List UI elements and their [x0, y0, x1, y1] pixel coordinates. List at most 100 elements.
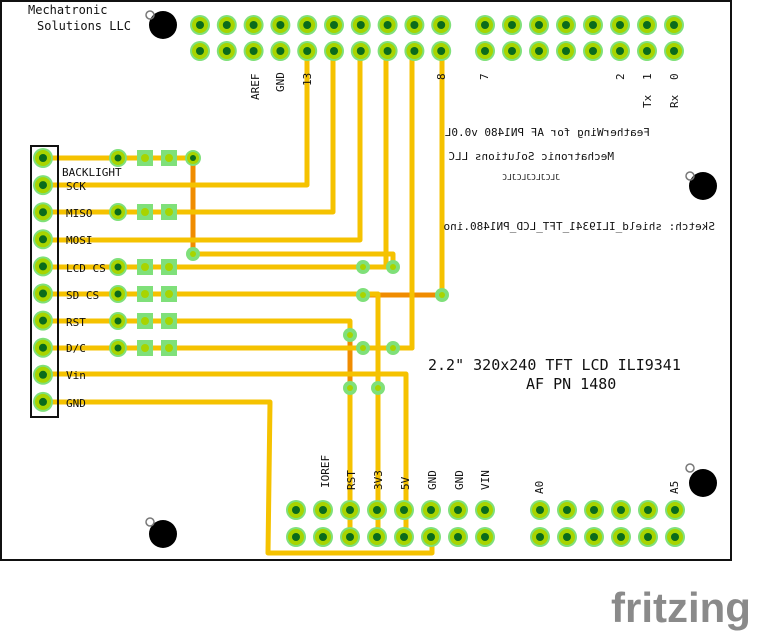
pad-hole: [114, 263, 122, 271]
mirrored-text: FeatherWing for AF PN1480 v0.0L Mechatro…: [443, 126, 715, 233]
header-label-0: 0: [668, 73, 681, 80]
header-pin: [190, 41, 210, 61]
pad-hole: [39, 235, 47, 244]
pad-hole: [670, 47, 678, 55]
mirrored-line2: Mechatronic Solutions LLC: [448, 150, 614, 163]
header-pin: [557, 527, 577, 547]
header-pin: [377, 41, 398, 61]
pad-hole: [373, 506, 381, 514]
pad-hole: [356, 21, 365, 29]
display-pin: [33, 148, 53, 168]
header-label-7: 7: [478, 73, 491, 80]
square-pad-hole: [141, 317, 149, 325]
header-pin: [475, 15, 495, 35]
via-hole: [439, 292, 445, 298]
pad-hole: [562, 21, 570, 29]
square-pad: [137, 313, 153, 329]
display-pin-labels: BACKLIGHT SCK MISO MOSI LCD CS SD CS RST…: [62, 166, 122, 410]
square-pad-hole: [165, 154, 173, 162]
pad-hole: [356, 47, 365, 55]
pin-label-mosi: MOSI: [66, 234, 93, 247]
square-pad: [137, 259, 153, 275]
pad-hole: [383, 47, 392, 55]
pad-hole: [644, 533, 652, 541]
pad-hole: [508, 21, 516, 29]
pad-hole: [39, 289, 47, 298]
display-pin: [33, 391, 53, 412]
pad-hole: [589, 21, 597, 29]
pad-hole: [617, 506, 625, 514]
component-pad: [109, 203, 127, 221]
pin-label-lcd-cs: LCD CS: [66, 262, 106, 275]
header-pin: [340, 500, 360, 520]
header-label-a5: A5: [668, 481, 681, 494]
header-pin: [475, 500, 495, 520]
display-pin: [33, 283, 53, 304]
header-pin: [394, 500, 414, 520]
header-pin: [367, 527, 387, 547]
pad-hole: [671, 506, 679, 514]
header-pin: [286, 500, 306, 520]
pad-hole: [616, 47, 624, 55]
header-pin: [243, 15, 264, 35]
pad-hole: [39, 343, 47, 352]
header-label-13: 13: [301, 73, 314, 86]
pad-hole: [437, 47, 446, 55]
mirrored-line4: Sketch: shield_ILI9341_TFT_LCD_PN1480.in…: [443, 220, 715, 233]
header-pin: [350, 41, 371, 61]
trace-sd-cs: [40, 291, 381, 533]
pin-label-sd-cs: SD CS: [66, 289, 99, 302]
header-pin: [638, 500, 658, 520]
square-pad-hole: [141, 154, 149, 162]
pad-hole: [481, 21, 489, 29]
pad-hole: [39, 154, 47, 162]
display-connector-outline: [30, 145, 59, 418]
header-pin: [421, 500, 441, 520]
title-line2: AF PN 1480: [526, 375, 616, 393]
pad-hole: [196, 47, 204, 55]
hole-marker: [145, 10, 155, 20]
header-pin: [404, 15, 425, 35]
pad-hole: [114, 154, 122, 162]
component-pad: [185, 150, 201, 166]
header-pin: [324, 41, 344, 61]
component-pad: [109, 149, 127, 167]
header-pin: [584, 500, 604, 520]
square-pad-hole: [141, 263, 149, 271]
pad-hole: [303, 21, 312, 29]
header-pin: [529, 41, 549, 61]
pad-hole: [589, 47, 597, 55]
header-pin: [556, 41, 576, 61]
pad-hole: [643, 21, 651, 29]
mounting-hole: [689, 172, 717, 200]
via: [435, 288, 449, 302]
pad-hole: [39, 316, 47, 325]
maker-label-line2: Solutions LLC: [37, 19, 131, 33]
pad-hole: [481, 47, 489, 55]
pad-hole: [39, 181, 47, 190]
pad-hole: [410, 21, 419, 29]
header-label-3v3: 3V3: [372, 470, 385, 490]
header-pin: [286, 527, 306, 547]
header-pin: [637, 15, 657, 35]
pad-hole: [454, 506, 462, 514]
via: [343, 381, 357, 395]
header-pin: [324, 15, 344, 35]
header-label-ioref: IOREF: [319, 455, 332, 488]
header-pin: [529, 15, 549, 35]
via: [356, 341, 370, 355]
header-pin: [610, 15, 630, 35]
header-pin: [270, 15, 291, 35]
display-pin: [33, 256, 53, 277]
pad-hole: [303, 47, 312, 55]
pad-hole: [249, 47, 258, 55]
pin-label-dc: D/C: [66, 342, 86, 355]
header-pin: [557, 500, 577, 520]
pad-hole: [644, 506, 652, 514]
pad-hole: [196, 21, 204, 29]
fritzing-logo: fritzing: [611, 584, 751, 631]
pad-hole: [190, 155, 196, 161]
mounting-hole: [149, 11, 177, 39]
header-pin: [637, 41, 657, 61]
square-pad: [137, 150, 153, 166]
